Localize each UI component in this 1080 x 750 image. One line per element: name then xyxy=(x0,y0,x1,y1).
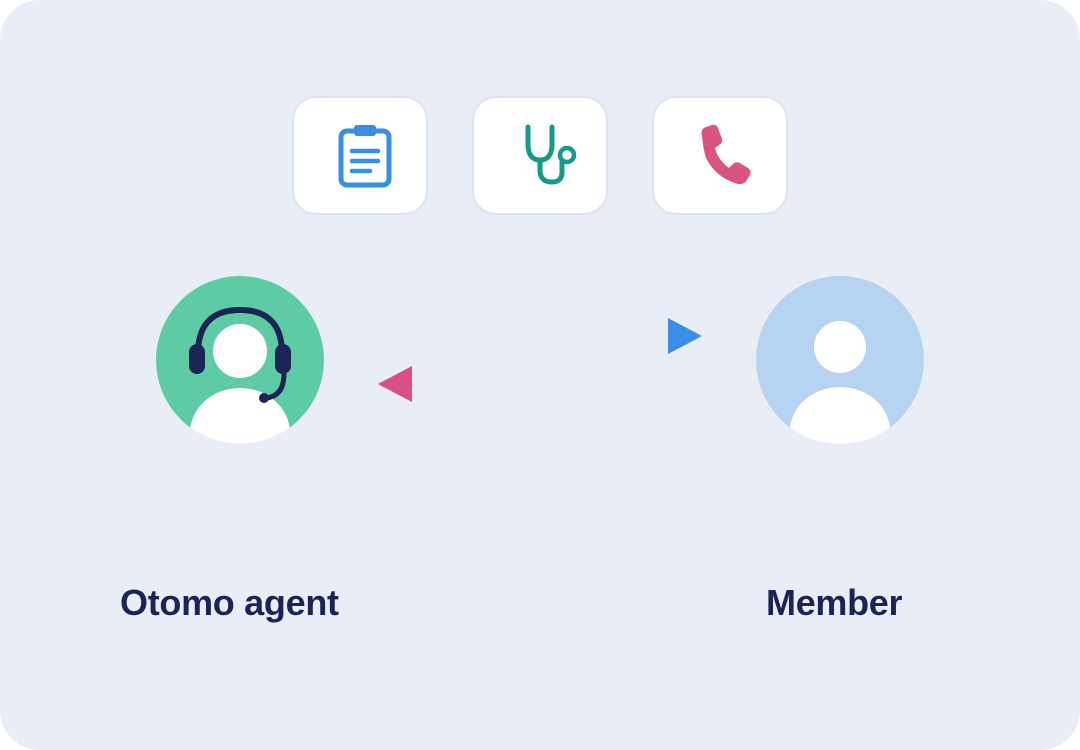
agent-avatar xyxy=(156,276,324,444)
member-avatar xyxy=(756,276,924,444)
exchange-arrows xyxy=(375,318,705,402)
arrow-to-agent xyxy=(378,366,705,402)
phone-icon xyxy=(701,124,751,185)
phone-tile xyxy=(652,96,788,215)
stethoscope-icon xyxy=(525,124,577,185)
clipboard-tile xyxy=(292,96,428,215)
agent-label: Otomo agent xyxy=(120,582,339,623)
clipboard-icon xyxy=(338,125,392,188)
arrow-to-member xyxy=(375,318,702,354)
member-label: Member xyxy=(766,582,903,623)
stethoscope-tile xyxy=(472,96,608,215)
